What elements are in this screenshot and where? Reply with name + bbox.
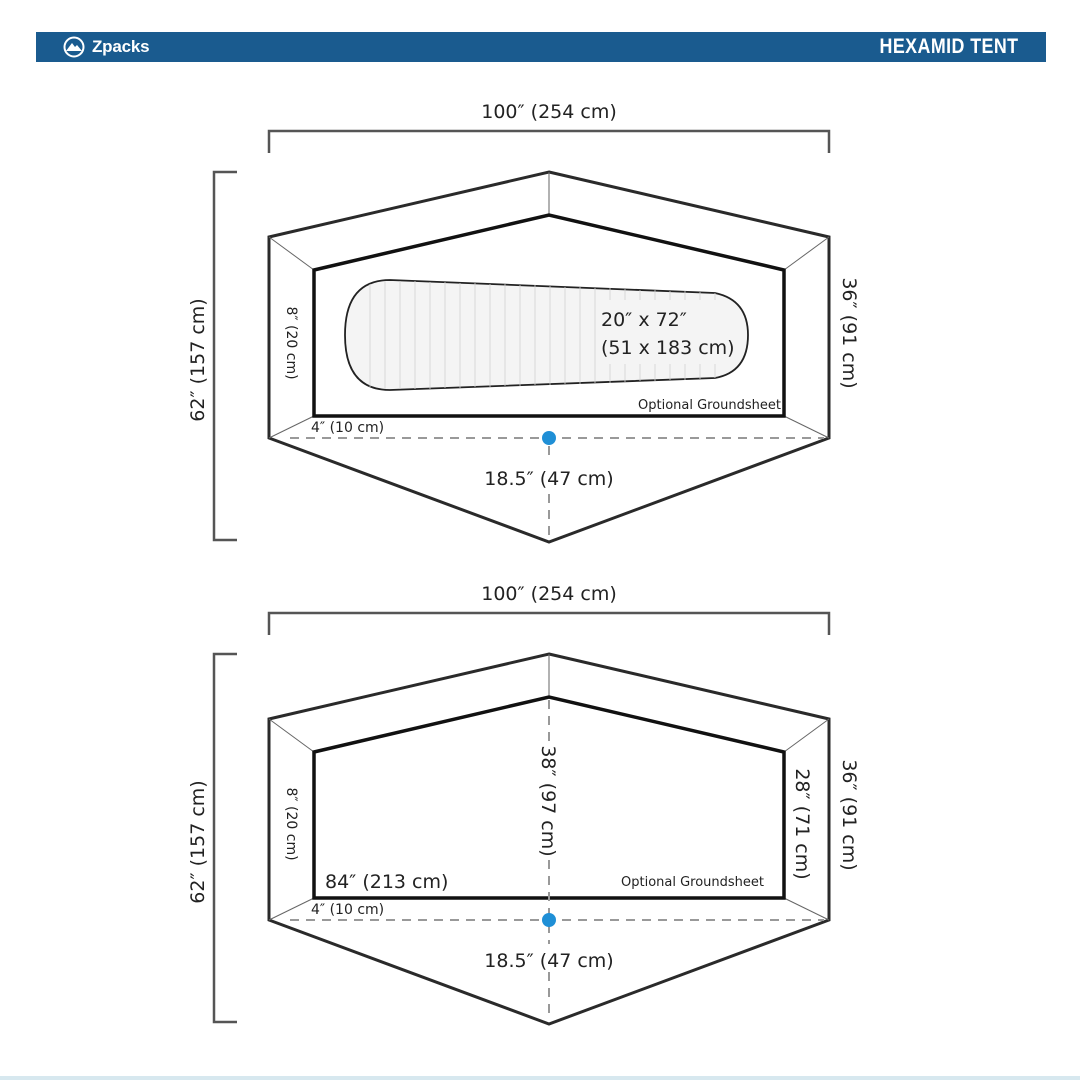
- bottom-center-height-label: 38″ (97 cm): [537, 745, 559, 856]
- brand-name: Zpacks: [92, 37, 150, 56]
- mountain-circle-icon: [63, 36, 85, 58]
- product-title: HEXAMID TENT: [879, 35, 1018, 58]
- bottom-strip: [0, 1076, 1080, 1080]
- top-corner-lines: [268, 172, 830, 439]
- top-vestibule-label: 18.5″ (47 cm): [484, 468, 613, 490]
- brand-logo[interactable]: Zpacks: [62, 36, 150, 58]
- pole-dot-icon: [542, 913, 556, 927]
- bottom-floor-length-label: 84″ (213 cm): [325, 871, 448, 893]
- bottom-floor-offset-label: 4″ (10 cm): [311, 902, 384, 918]
- top-height-label: 62″ (157 cm): [187, 298, 209, 421]
- top-pad-size-in: 20″ x 72″: [601, 309, 687, 331]
- top-floor-outline: [312, 213, 786, 418]
- bottom-height-bracket: [212, 652, 237, 1024]
- bottom-groundsheet-label: Optional Groundsheet: [621, 875, 764, 890]
- top-width-bracket: [267, 129, 831, 153]
- top-sleeping-pad: [344, 279, 749, 391]
- top-width-label: 100″ (254 cm): [481, 101, 617, 123]
- top-end-wall-label: 8″ (20 cm): [283, 306, 299, 379]
- bottom-vestibule-label: 18.5″ (47 cm): [484, 950, 613, 972]
- bottom-width-bracket: [267, 611, 831, 635]
- top-side-height-label: 36″ (91 cm): [838, 277, 860, 388]
- bottom-side-height-label: 36″ (91 cm): [838, 759, 860, 870]
- bottom-diagram: 100″ (254 cm) 62″ (157 cm) 38″ (97 cm) 2…: [187, 583, 860, 1026]
- bottom-corner-lines: [268, 654, 830, 921]
- pole-dot-icon: [542, 431, 556, 445]
- top-floor-offset-label: 4″ (10 cm): [311, 420, 384, 436]
- bottom-end-wall-label: 8″ (20 cm): [283, 787, 299, 860]
- header-bar: Zpacks HEXAMID TENT: [36, 32, 1046, 62]
- bottom-floor-outline: [312, 695, 786, 900]
- bottom-width-label: 100″ (254 cm): [481, 583, 617, 605]
- top-groundsheet-label: Optional Groundsheet: [638, 398, 781, 413]
- top-height-bracket: [212, 170, 237, 542]
- bottom-height-label: 62″ (157 cm): [187, 780, 209, 903]
- top-diagram: 100″ (254 cm) 62″ (157 cm): [187, 101, 860, 544]
- bottom-end-height-label: 28″ (71 cm): [791, 768, 813, 879]
- top-pad-size-cm: (51 x 183 cm): [601, 337, 735, 359]
